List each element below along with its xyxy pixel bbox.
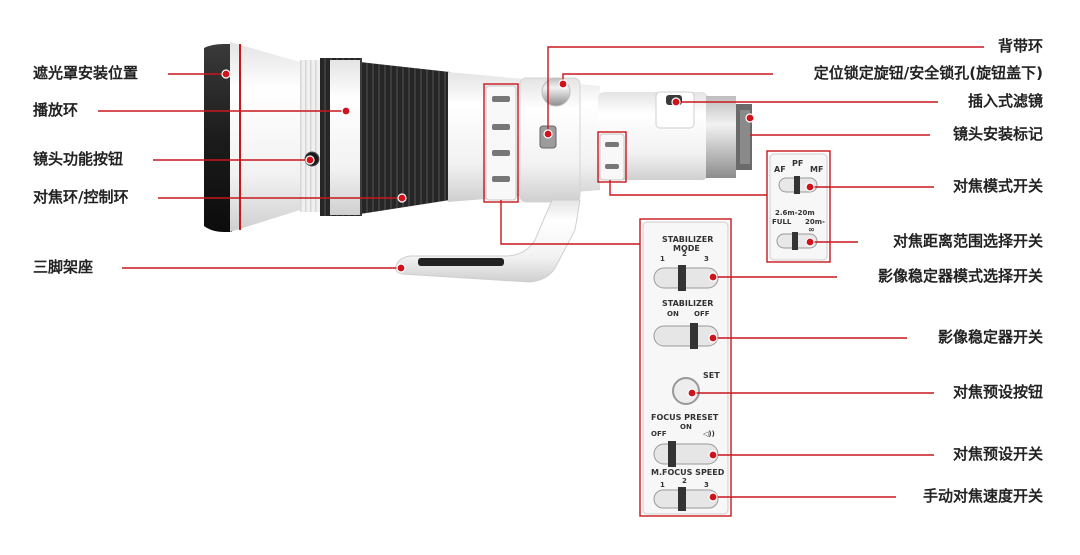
focus-control-ring xyxy=(360,62,450,214)
set-label: SET xyxy=(703,371,720,380)
mf-label: MF xyxy=(810,165,823,174)
label-mf-speed-switch: 手动对焦速度开关 xyxy=(922,487,1043,505)
stabilizer-mode-title-1: STABILIZER xyxy=(662,235,713,244)
label-hood-mount: 遮光罩安装位置 xyxy=(33,64,139,82)
label-focus-control-ring: 对焦环/控制环 xyxy=(33,188,129,206)
drop-in-filter-holder xyxy=(655,91,695,129)
focus-switch-panel: AF PF MF 2.6m-20m FULL 20m- ∞ xyxy=(766,150,831,263)
callout-dots xyxy=(221,69,815,502)
label-lock-knob: 定位锁定旋钮/安全锁孔(旋钮盖下) xyxy=(813,64,1043,82)
label-focus-preset-switch: 对焦预设开关 xyxy=(952,445,1043,463)
stabilizer-mode-title-2: MODE xyxy=(673,244,700,253)
label-stabilizer-switch: 影像稳定器开关 xyxy=(937,328,1043,346)
speed-2-label: 2 xyxy=(682,477,687,485)
hood-front-rim xyxy=(204,44,232,232)
af-label: AF xyxy=(774,165,786,174)
label-playback-ring: 播放环 xyxy=(33,101,79,119)
range-right-label: 20m- xyxy=(805,218,825,226)
rear-switch-panel xyxy=(599,133,625,181)
mode-2-label: 2 xyxy=(682,250,687,258)
pf-label: PF xyxy=(792,159,803,168)
stabilizer-switch-panel: STABILIZER MODE 1 2 3 STABILIZER ON OFF … xyxy=(639,218,732,517)
barrel-switch-panel xyxy=(485,85,517,201)
mf-speed-title: M.FOCUS SPEED xyxy=(651,468,725,477)
speed-3-label: 3 xyxy=(704,481,709,489)
label-focus-preset-button: 对焦预设按钮 xyxy=(952,383,1043,401)
full-label: FULL xyxy=(772,218,792,226)
focus-preset-sound-label: ◁)) xyxy=(703,430,715,438)
focus-preset-switch[interactable] xyxy=(653,443,719,465)
leader-lines xyxy=(98,46,984,498)
range-top-label: 2.6m-20m xyxy=(775,209,815,217)
infinity-label: ∞ xyxy=(808,225,815,234)
focus-preset-off-label: OFF xyxy=(651,430,667,438)
stabilizer-title: STABILIZER xyxy=(662,299,713,308)
stabilizer-switch[interactable] xyxy=(653,325,719,347)
playback-ring xyxy=(300,60,322,212)
label-function-button: 镜头功能按钮 xyxy=(33,150,124,168)
label-tripod-mount: 三脚架座 xyxy=(33,258,94,276)
tripod-foot-arm xyxy=(395,199,581,283)
focus-preset-on-label: ON xyxy=(680,423,692,431)
label-focus-mode-switch: 对焦模式开关 xyxy=(952,177,1043,195)
tripod-foot-pad xyxy=(418,258,504,266)
label-strap: 背带环 xyxy=(997,37,1043,55)
label-drop-in-filter: 插入式滤镜 xyxy=(967,92,1043,110)
focus-preset-title: FOCUS PRESET xyxy=(651,413,719,422)
speed-1-label: 1 xyxy=(660,481,665,489)
stabilizer-on-label: ON xyxy=(667,310,679,318)
lens-hood xyxy=(230,42,300,232)
label-stabilizer-mode-switch: 影像稳定器模式选择开关 xyxy=(877,267,1043,285)
rear-metal-ring xyxy=(706,96,736,178)
mode-3-label: 3 xyxy=(704,255,709,263)
lens-illustration xyxy=(204,42,752,283)
label-mount-index: 镜头安装标记 xyxy=(952,125,1043,143)
label-focus-range-switch: 对焦距离范围选择开关 xyxy=(892,232,1043,250)
stabilizer-off-label: OFF xyxy=(694,310,710,318)
mode-1-label: 1 xyxy=(660,255,665,263)
